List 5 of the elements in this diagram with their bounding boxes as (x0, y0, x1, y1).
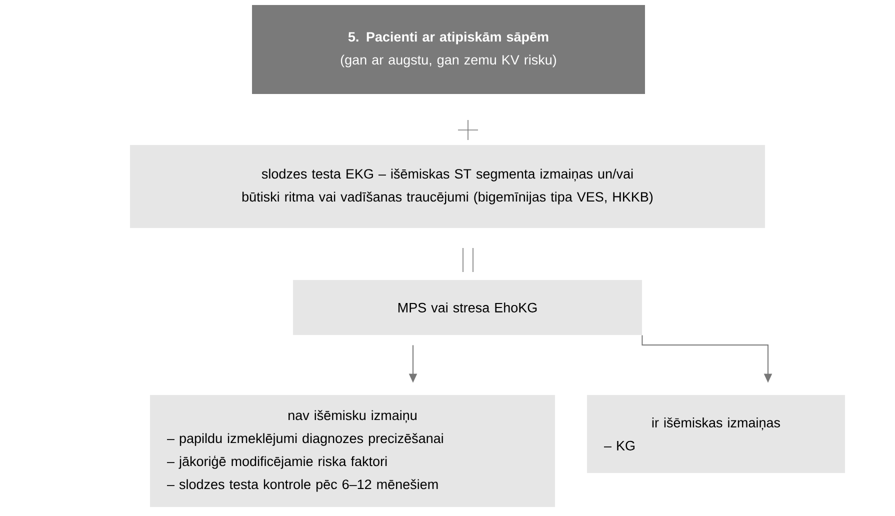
result-box: ir išēmiskas izmaiņas – KG (587, 395, 845, 473)
heading-box: 5. Pacienti ar atipiskām sāpēm (gan ar augstu, gan zemu KV risku) (252, 5, 645, 94)
process-box: slodzes testa EKG – išēmiskas ST segmenta izmaiņas un/vai būtiski ritma vai vadīšanas traucējumi (bigemīnijas tipa VES, HKKB) (130, 145, 765, 228)
result-box: nav išēmisku izmaiņu – papildu izmeklējumi diagnozes precizēšanai – jākoriģē modificējamie riska faktori – slodzes testa kontrole pēc 6–12 mēnešiem (150, 395, 555, 507)
process-box: MPS vai stresa EhoKG (293, 280, 642, 335)
